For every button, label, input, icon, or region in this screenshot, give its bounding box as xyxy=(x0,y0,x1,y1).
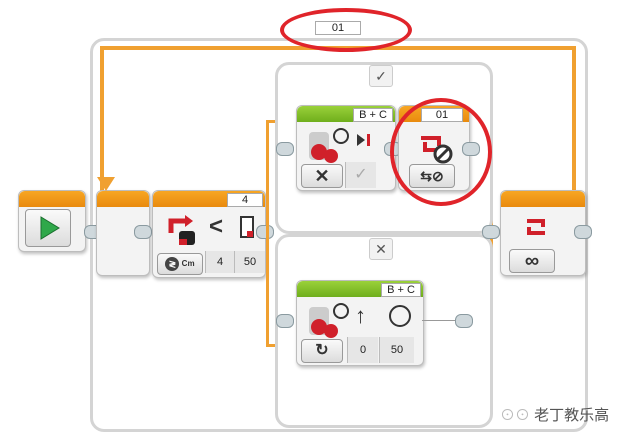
play-button[interactable] xyxy=(25,209,71,247)
power-gauge-icon xyxy=(389,305,411,327)
switch-bracket-left-bottom xyxy=(266,344,278,347)
compare-operator[interactable]: < xyxy=(209,213,224,240)
ultrasonic-sensor-icon xyxy=(168,215,195,245)
motor-steering-icon xyxy=(309,303,349,338)
steering-value[interactable]: 0 xyxy=(347,337,378,363)
move-steering-block-bottom[interactable]: B + C ↑ ↻ 0 50 xyxy=(296,280,424,366)
connector xyxy=(455,314,473,328)
loop-wire-right xyxy=(572,46,576,196)
brake-value[interactable]: ✓ xyxy=(345,162,376,188)
connector xyxy=(276,314,294,328)
case-false-tab[interactable]: ✕ xyxy=(369,238,393,260)
loop-mode-button[interactable]: ∞ xyxy=(509,249,555,273)
steering-arrow-icon: ↑ xyxy=(355,303,366,328)
ultrasonic-compare-block[interactable]: 4 < ≷ Cm 4 50 xyxy=(152,190,266,278)
play-icon xyxy=(40,216,60,240)
mode-on-button[interactable]: ↻ xyxy=(301,339,343,363)
connector xyxy=(574,225,592,239)
motor-steering-icon xyxy=(309,128,349,163)
threshold-value[interactable]: 50 xyxy=(234,251,265,273)
loop-arrow-icon xyxy=(97,177,115,191)
watermark-text: 老丁教乐高 xyxy=(534,407,610,424)
case-true-tab[interactable]: ✓ xyxy=(369,65,393,87)
loop-wire-left xyxy=(100,46,104,192)
move-steering-block-top[interactable]: B + C ✕ ✓ xyxy=(296,105,396,191)
switch-bracket-left-top xyxy=(266,120,278,123)
highlight-circle-interrupt xyxy=(390,98,492,206)
mode-off-button[interactable]: ✕ xyxy=(301,164,343,188)
power-value[interactable]: 50 xyxy=(379,337,414,363)
compare-port[interactable]: 4 xyxy=(227,193,263,207)
connector xyxy=(482,225,500,239)
stop-icon xyxy=(357,134,370,146)
threshold-icon xyxy=(240,216,254,238)
connector xyxy=(134,225,152,239)
unit-button[interactable]: ≷ Cm xyxy=(157,253,203,275)
wire xyxy=(422,320,462,321)
connector xyxy=(256,225,274,239)
switch-bracket-left xyxy=(266,120,269,346)
loop-end-block[interactable]: ∞ xyxy=(500,190,586,276)
unit-label: Cm xyxy=(181,259,195,268)
connector xyxy=(276,142,294,156)
loop-icon xyxy=(527,219,545,235)
wechat-icon: ⊙⊙ xyxy=(500,407,535,424)
start-block[interactable] xyxy=(18,190,86,252)
motor-ports[interactable]: B + C xyxy=(353,108,393,122)
highlight-circle-loop-name xyxy=(280,8,412,52)
mode-icon: ≷ xyxy=(165,256,180,271)
motor-ports[interactable]: B + C xyxy=(381,283,421,297)
watermark: ⊙⊙ 老丁教乐高 xyxy=(500,404,609,425)
compare-type-value[interactable]: 4 xyxy=(205,251,234,273)
